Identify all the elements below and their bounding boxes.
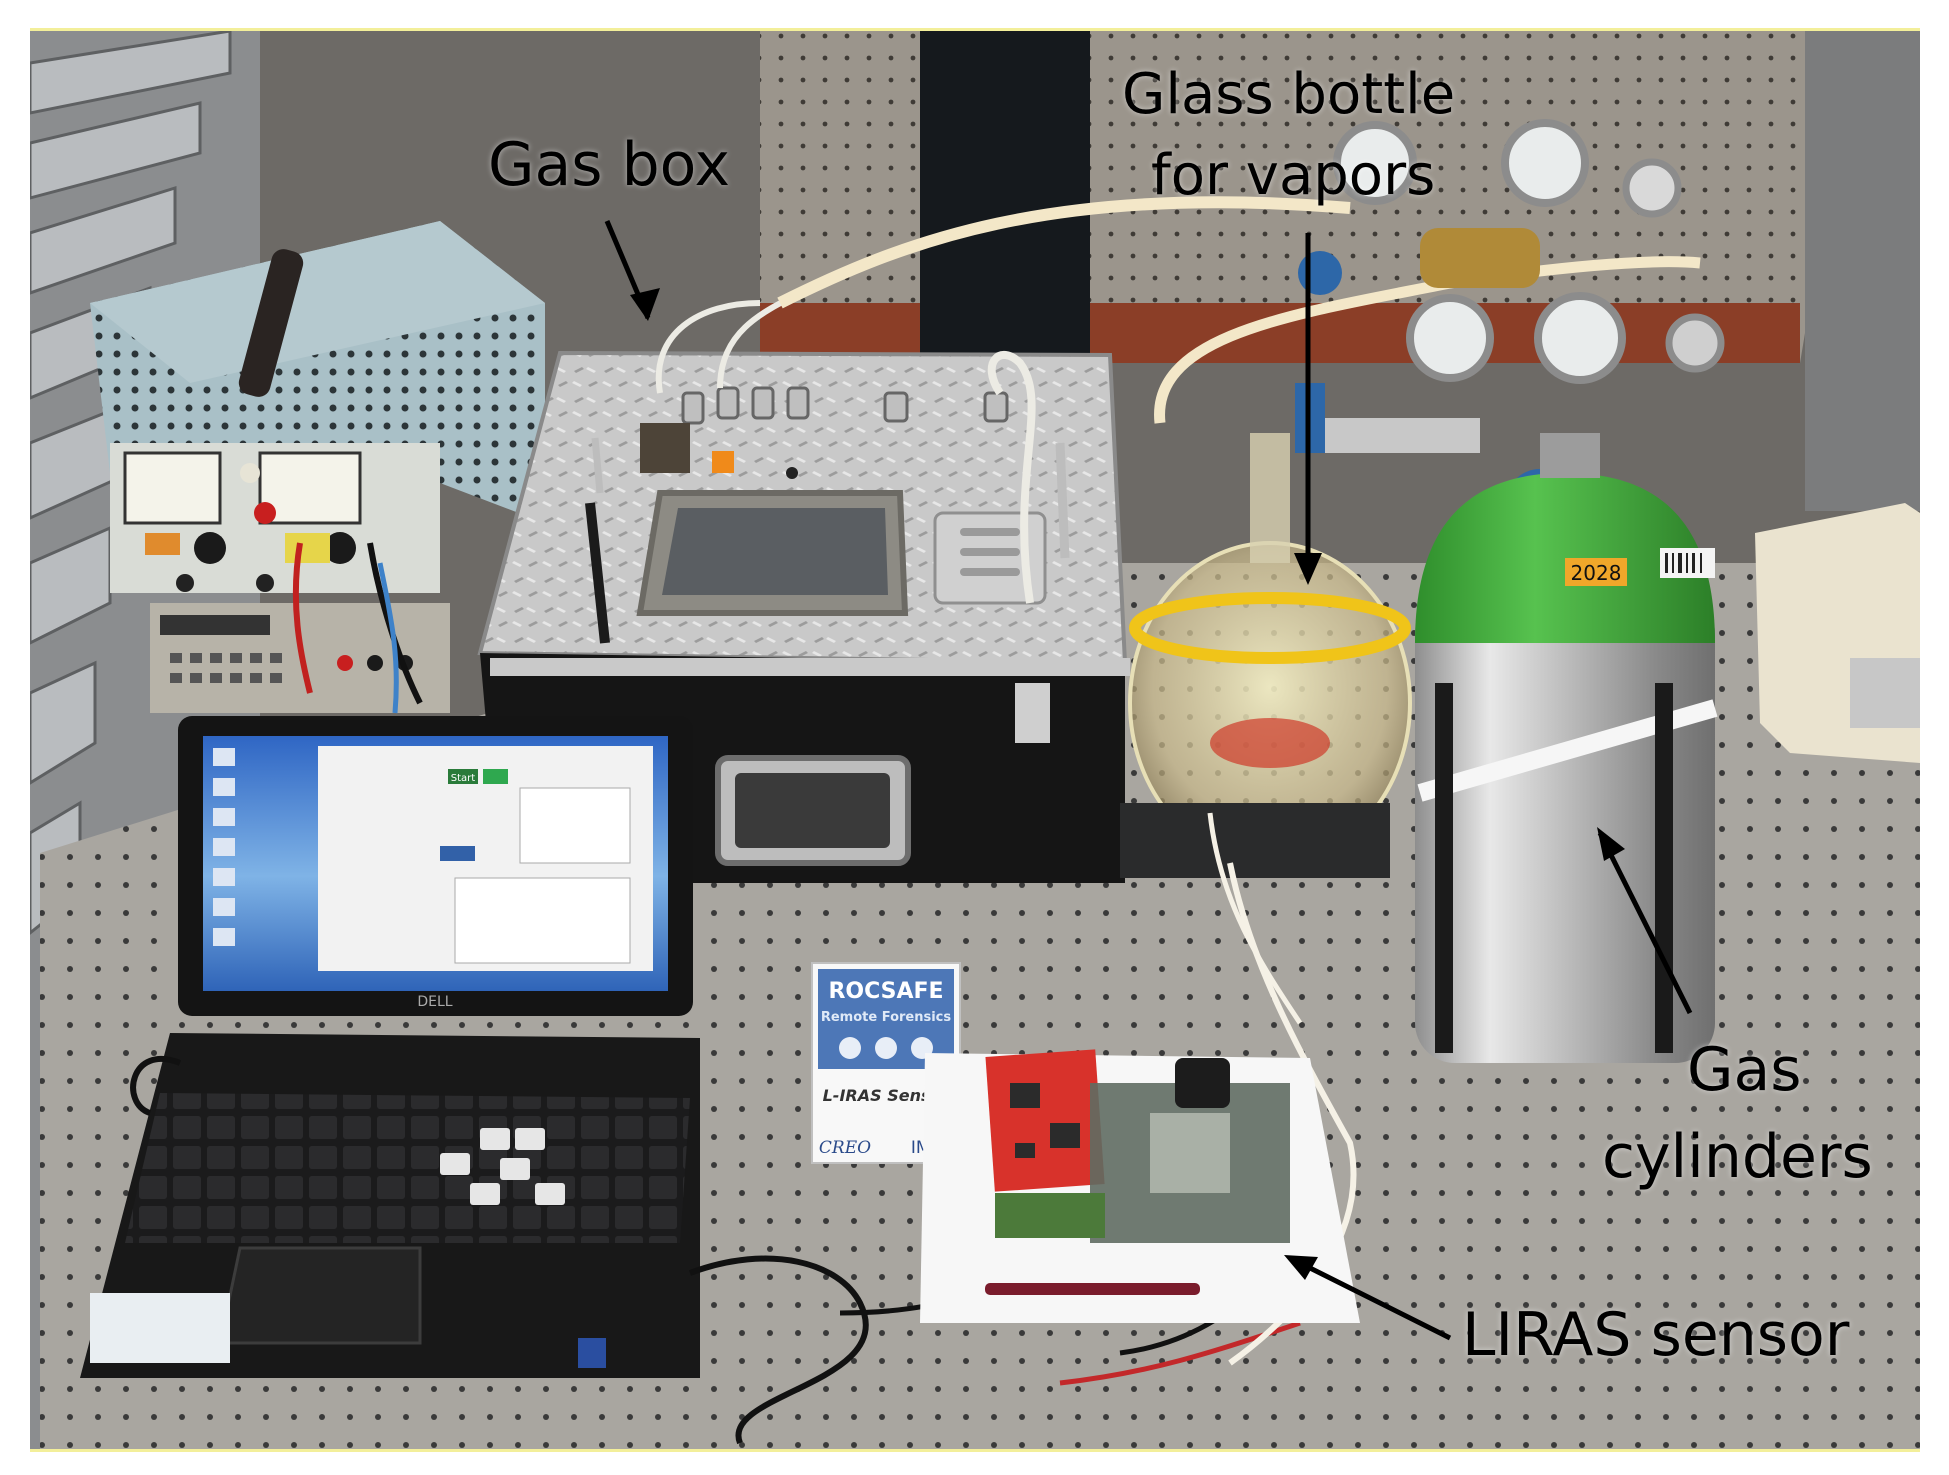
liras-sensor (920, 1049, 1360, 1323)
gas-box (477, 290, 1130, 883)
side-instrument (1755, 503, 1920, 763)
sign-title-text: ROCSAFE (828, 979, 943, 1004)
laptop-brand-text: DELL (417, 994, 452, 1010)
pillar (920, 31, 1090, 371)
cylinder-tag-text: 2028 (1571, 561, 1622, 585)
label-gas-box: Gas box (488, 130, 731, 200)
gas-cylinder: 2028 (1415, 433, 1718, 1063)
label-glass-bottle-line2: for vapors (1151, 143, 1436, 208)
arrow-gas-cylinders (1597, 831, 1693, 1015)
arrow-liras-sensor (1288, 1255, 1452, 1341)
sign-sensor-text: L-IRAS Sensor (823, 1086, 951, 1105)
glass-bottle (1120, 433, 1412, 878)
gas-regulators (1295, 119, 1725, 537)
lab-scene-illustration: 2028 Start (30, 31, 1920, 1449)
lab-photo: 2028 Start (30, 28, 1920, 1452)
power-supply (90, 221, 545, 593)
sign-subtitle-text: Remote Forensics (821, 1010, 952, 1025)
sign-logo-creo: CREO (819, 1138, 871, 1158)
right-background (1805, 31, 1920, 511)
label-gas-cylinders-line2: cylinders (1602, 1122, 1873, 1192)
label-liras-sensor: LIRAS sensor (1462, 1300, 1850, 1370)
software-start-label: Start (451, 773, 476, 784)
laptop: Start DELL (80, 716, 700, 1378)
label-gas-cylinders-line1: Gas (1687, 1035, 1802, 1105)
arrow-heads (630, 288, 1625, 1280)
label-glass-bottle-line1: Glass bottle (1122, 62, 1456, 127)
